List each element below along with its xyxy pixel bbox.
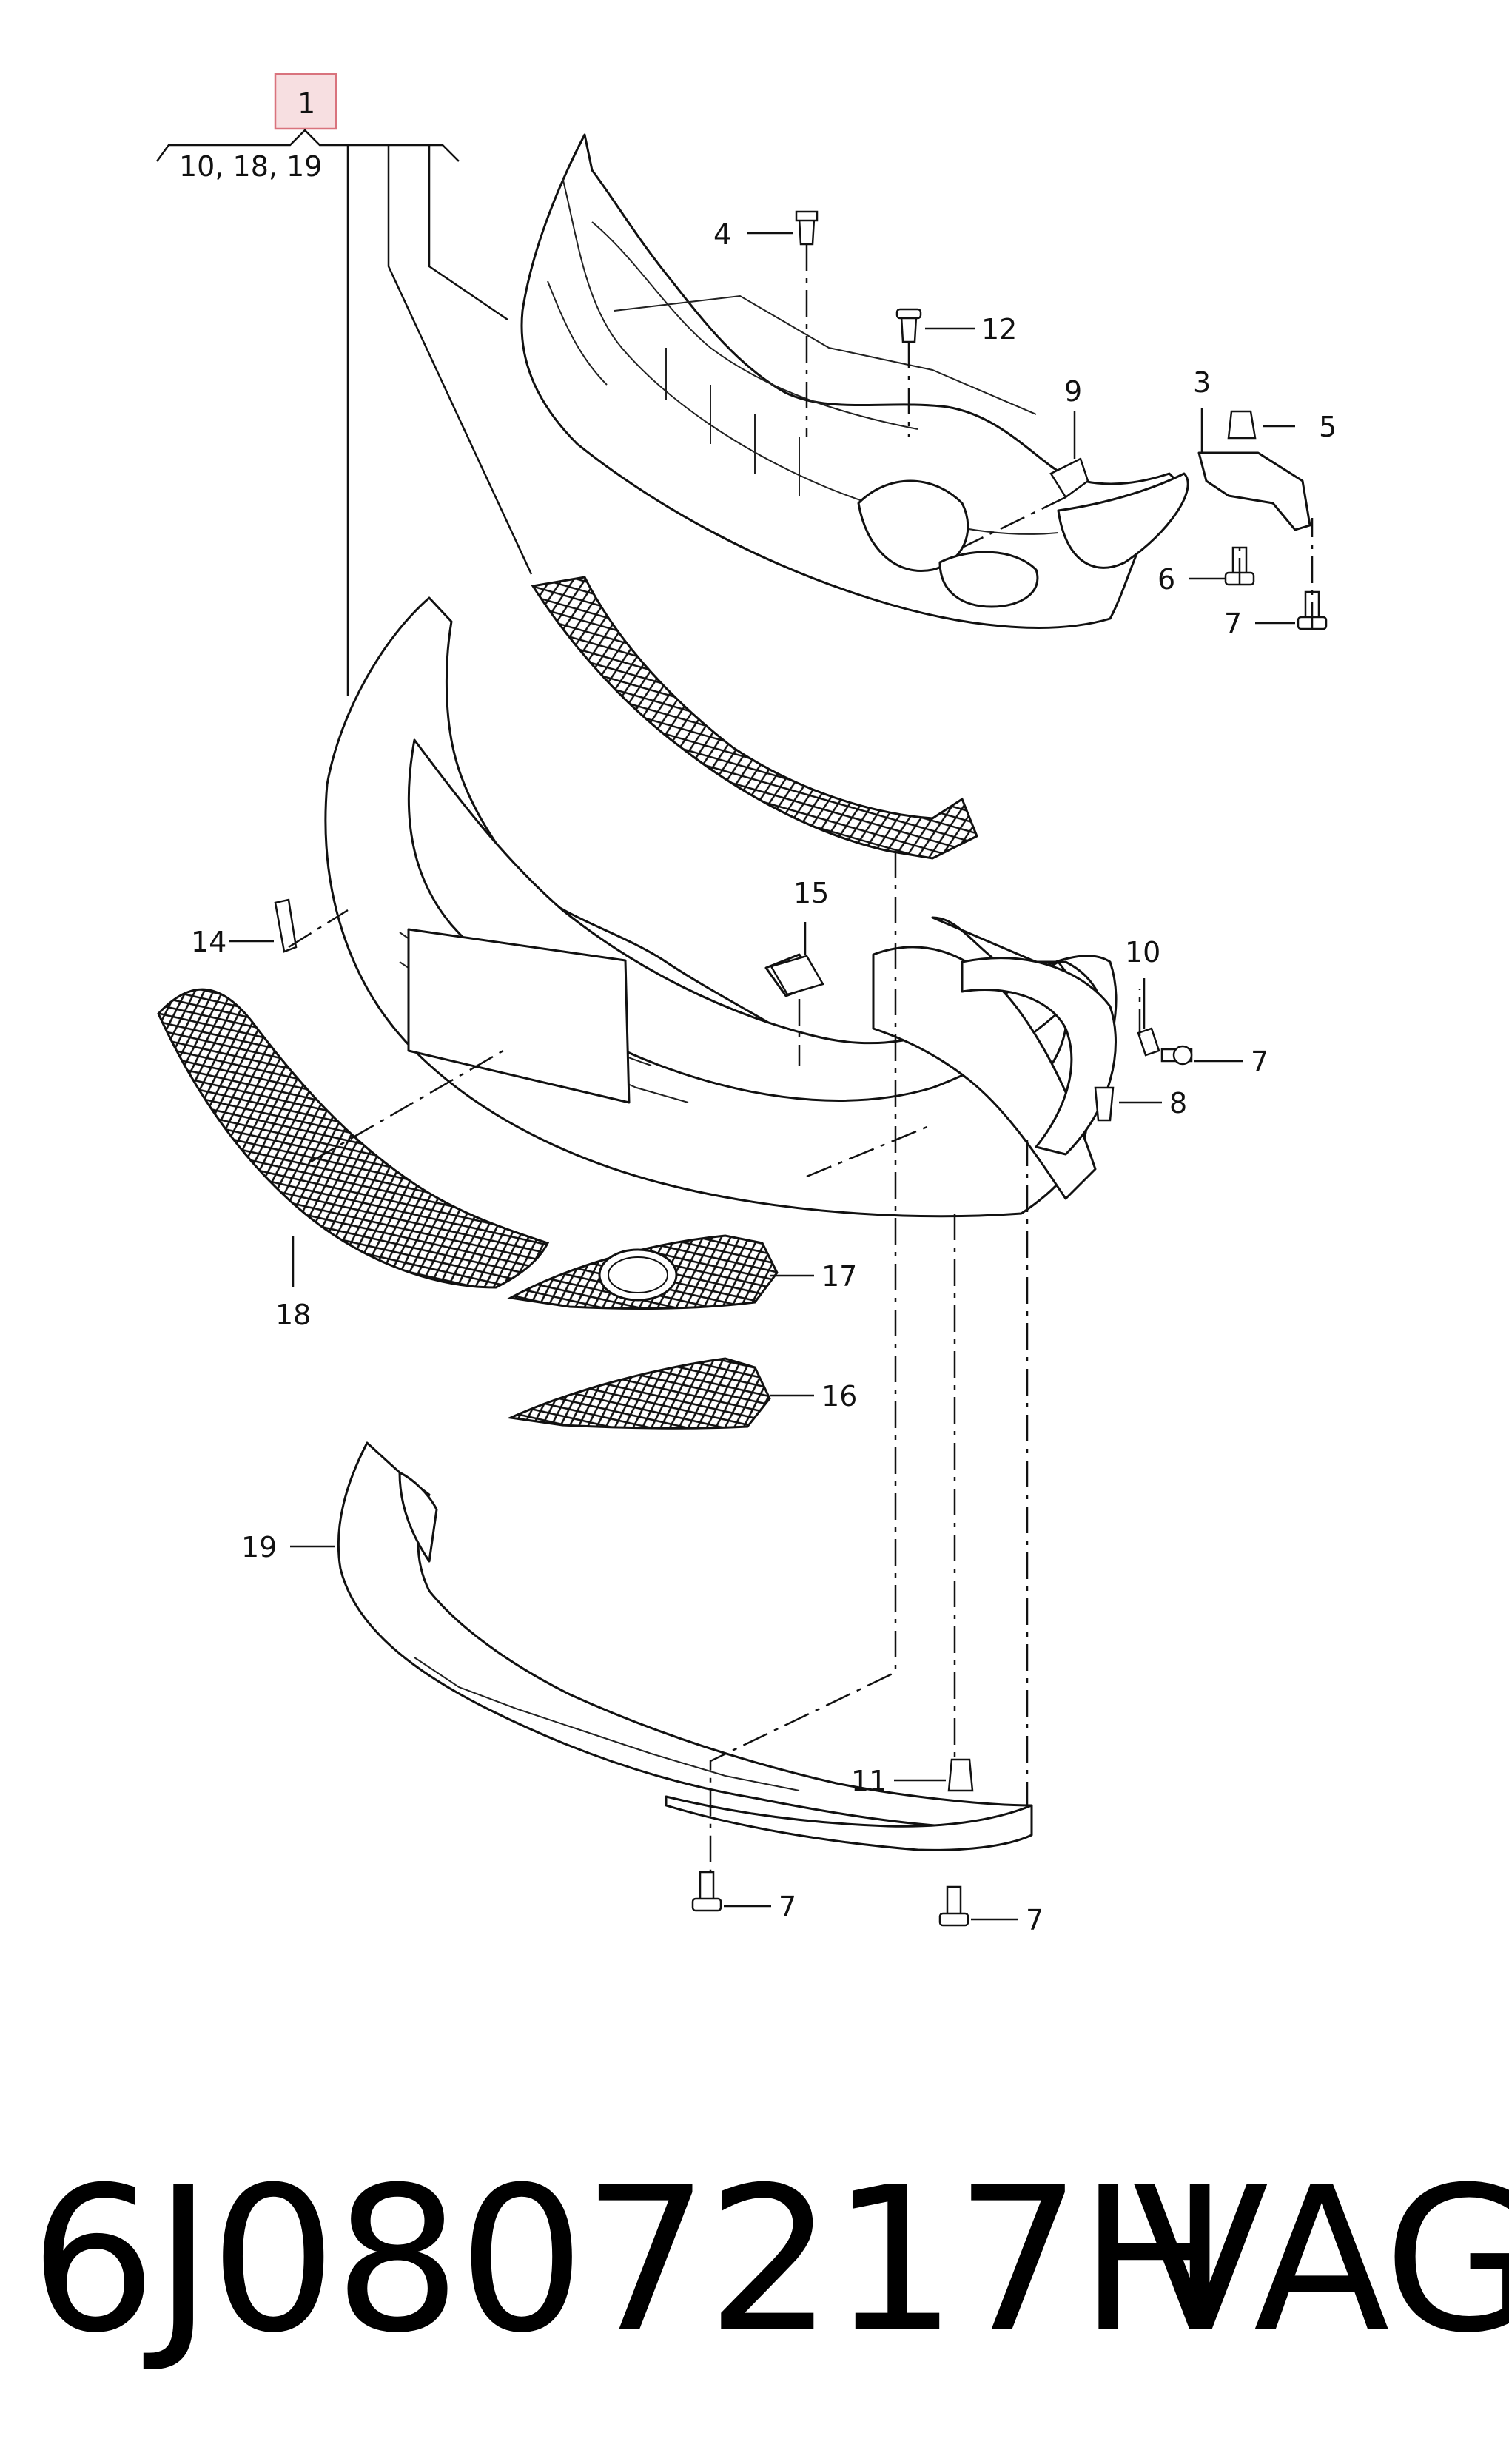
- callout-9: 9: [1064, 375, 1082, 408]
- leader-lines: [229, 232, 1295, 1921]
- callout-11: 11: [851, 1765, 887, 1797]
- callout-5: 5: [1319, 411, 1337, 443]
- clip-14: [274, 898, 298, 953]
- cap-15: [770, 955, 824, 996]
- lower-grille: [157, 988, 550, 1289]
- fastener-4: [795, 210, 819, 246]
- callout-6: 6: [1157, 563, 1175, 596]
- callout-7-side: 7: [1251, 1046, 1268, 1078]
- part-number: 6J0807217H: [30, 2144, 1229, 2377]
- callout-labels: 4 12 9 3 5 6 7 14 15 10 7 8 18 17 16 19 …: [191, 218, 1337, 1936]
- assembly-callout-1: 1 10, 18, 19: [155, 73, 533, 696]
- clip-8: [1094, 1086, 1115, 1122]
- screw-7-bottom-left: [691, 1871, 722, 1912]
- callout-7-bottom-left: 7: [779, 1891, 796, 1923]
- lower-spoiler: [337, 1441, 1033, 1851]
- callout-1: 1: [298, 87, 315, 120]
- callout-4: 4: [713, 218, 731, 251]
- callout-17: 17: [821, 1260, 857, 1293]
- callout-8: 8: [1169, 1087, 1187, 1120]
- bumper-cover: [324, 596, 1118, 1218]
- screw-7-bottom-right: [938, 1885, 969, 1927]
- clip-11: [947, 1758, 974, 1792]
- fog-lamp-grille: [507, 1234, 779, 1310]
- screw-7-side: [1160, 1045, 1193, 1066]
- bracket-3: [1197, 451, 1311, 531]
- fastener-12: [895, 308, 922, 343]
- brand-label: VAG: [1132, 2144, 1509, 2377]
- nut-5: [1227, 410, 1257, 440]
- callout-15: 15: [793, 877, 829, 909]
- callout-10: 10: [1125, 936, 1160, 969]
- callout-14: 14: [191, 926, 226, 958]
- callout-19: 19: [241, 1531, 277, 1563]
- clip-10: [1137, 1027, 1160, 1057]
- callout-16: 16: [821, 1380, 857, 1413]
- assembly-highlight-box: [274, 73, 337, 130]
- callout-7-top: 7: [1224, 607, 1242, 640]
- energy-absorber: [531, 576, 978, 860]
- blank-grille: [506, 1357, 771, 1430]
- bracket-9: [1049, 457, 1089, 499]
- assembly-lines: [288, 244, 1314, 1872]
- bumper-carrier: [520, 133, 1189, 629]
- exploded-parts-diagram: 1 10, 18, 19: [155, 73, 1337, 1936]
- callout-7-bottom-right: 7: [1026, 1904, 1043, 1936]
- callout-18: 18: [275, 1299, 311, 1331]
- callout-12: 12: [981, 313, 1017, 346]
- callout-assembly-includes: 10, 18, 19: [179, 150, 322, 183]
- callout-3: 3: [1193, 366, 1211, 399]
